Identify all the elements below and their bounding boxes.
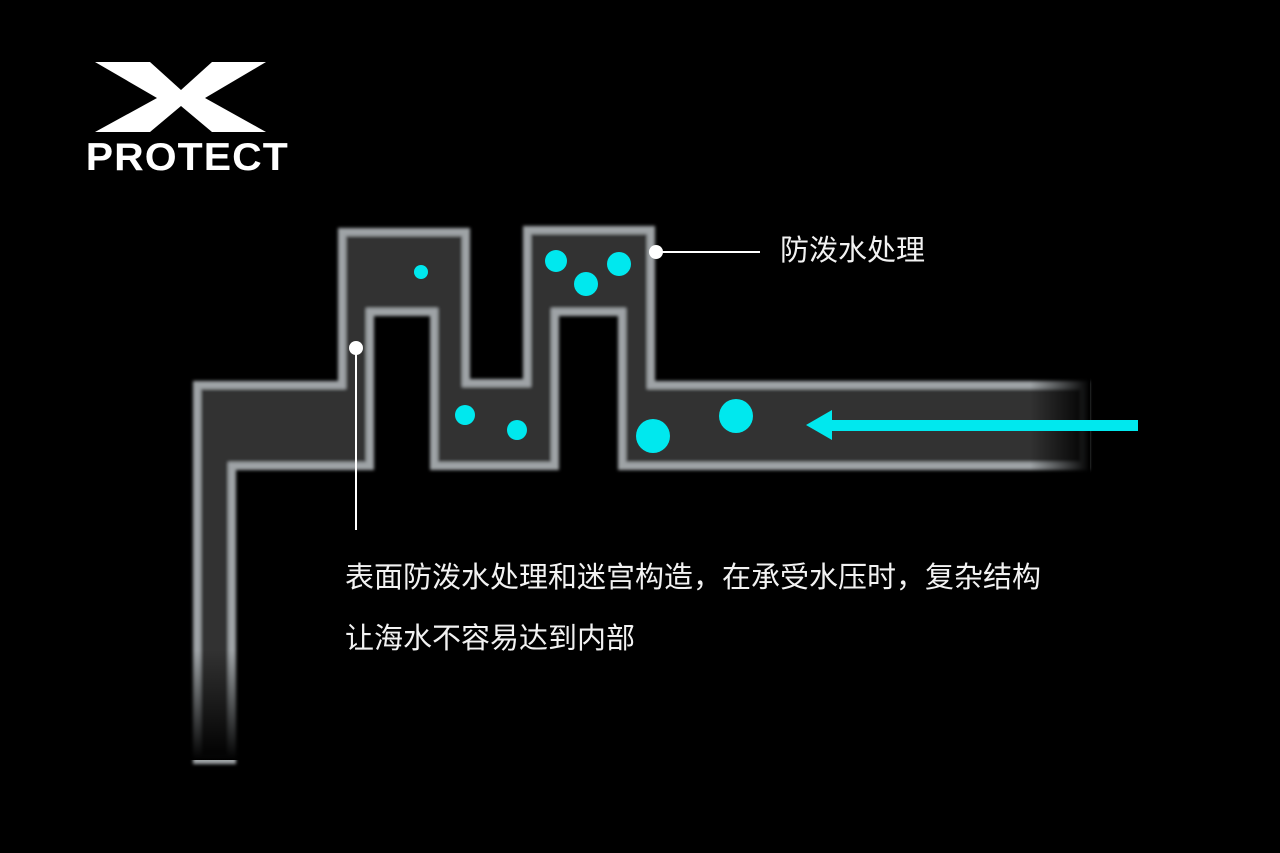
x-logo-mark xyxy=(95,62,266,132)
maze-channel xyxy=(193,226,1089,764)
water-droplet-icon xyxy=(607,252,631,276)
water-droplet-icon xyxy=(574,272,598,296)
water-repellent-label: 防泼水处理 xyxy=(780,233,926,267)
arrow-left-icon xyxy=(806,410,1138,440)
fade-bottom xyxy=(185,650,245,760)
logo-wordmark: PROTECT xyxy=(85,136,289,179)
water-droplet-icon xyxy=(414,265,428,279)
water-droplet-icon xyxy=(455,405,475,425)
water-droplet-icon xyxy=(545,250,567,272)
callout-pointer-body xyxy=(349,341,363,530)
description-line-2: 让海水不容易达到内部 xyxy=(345,621,636,655)
water-droplet-icon xyxy=(507,420,527,440)
callout-pointer-top xyxy=(649,245,760,259)
description-line-1: 表面防泼水处理和迷宫构造，在承受水压时，复杂结构 xyxy=(345,560,1042,594)
water-droplet-icon xyxy=(636,419,670,453)
water-droplet-icon xyxy=(719,399,753,433)
water-droplets xyxy=(414,250,753,453)
